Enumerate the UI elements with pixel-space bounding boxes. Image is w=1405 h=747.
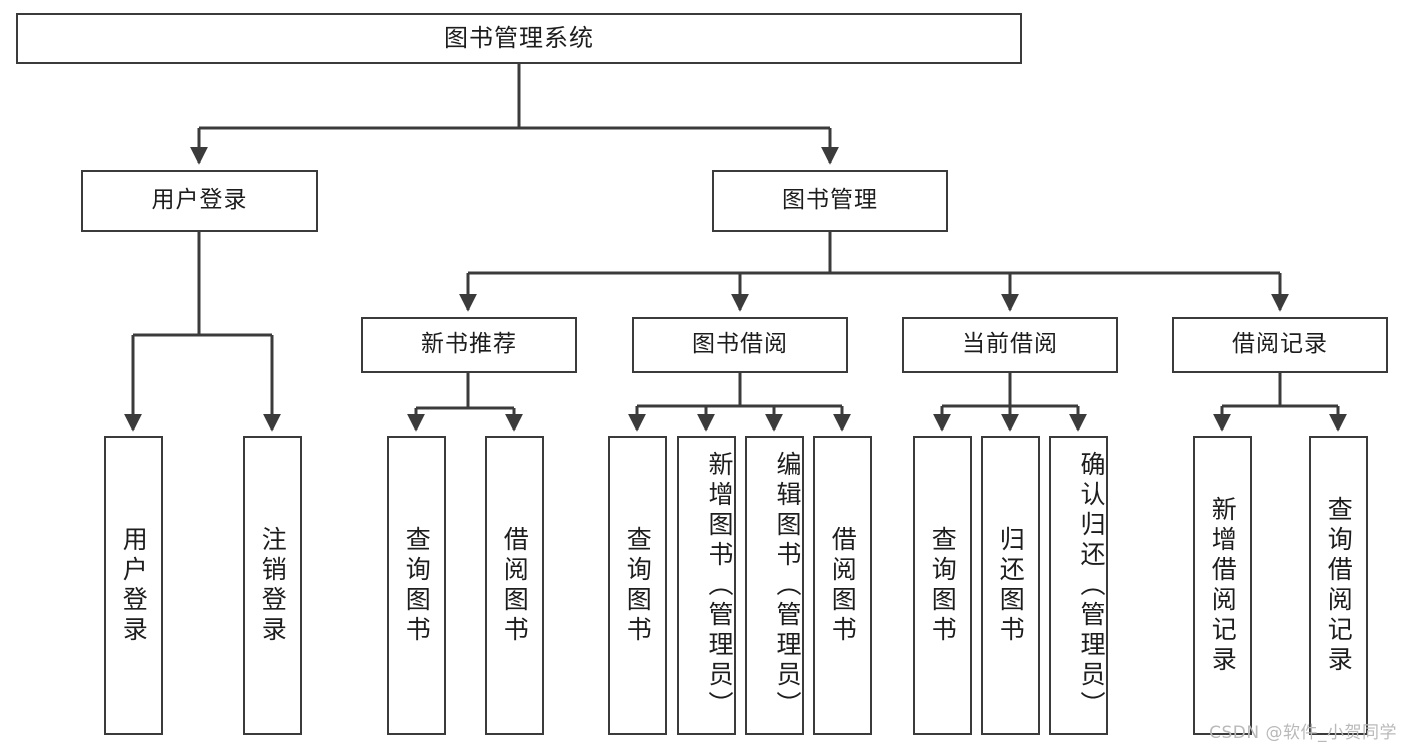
node-label: 查询图书 bbox=[928, 525, 958, 646]
node-leaf-borrow-book-1[interactable]: 借阅图书 bbox=[485, 436, 544, 735]
node-new-book-recommend[interactable]: 新书推荐 bbox=[361, 317, 577, 373]
node-leaf-query-book-1[interactable]: 查询图书 bbox=[387, 436, 446, 735]
node-root-book-system[interactable]: 图书管理系统 bbox=[16, 13, 1022, 64]
node-leaf-query-book-2[interactable]: 查询图书 bbox=[608, 436, 667, 735]
node-label: 查询图书 bbox=[402, 525, 432, 646]
node-label: 查询图书 bbox=[623, 525, 653, 646]
node-label: 图书管理系统 bbox=[444, 24, 594, 53]
node-label: 确认归还（管理员） bbox=[1077, 450, 1106, 721]
node-label: 用户登录 bbox=[151, 187, 248, 214]
node-label: 注销登录 bbox=[258, 525, 288, 646]
csdn-watermark: CSDN @软件_小贺同学 bbox=[1209, 723, 1397, 743]
node-leaf-confirm-return[interactable]: 确认归还（管理员） bbox=[1049, 436, 1108, 735]
node-label: 当前借阅 bbox=[962, 331, 1058, 358]
node-leaf-add-book[interactable]: 新增图书（管理员） bbox=[677, 436, 736, 735]
node-leaf-logout-login[interactable]: 注销登录 bbox=[243, 436, 302, 735]
node-label: 归还图书 bbox=[996, 525, 1026, 646]
node-label: 借阅图书 bbox=[828, 525, 858, 646]
node-label: 借阅图书 bbox=[500, 525, 530, 646]
node-label: 新增图书（管理员） bbox=[705, 450, 734, 721]
node-label: 新书推荐 bbox=[421, 331, 517, 358]
node-label: 新增借阅记录 bbox=[1208, 495, 1238, 676]
node-leaf-user-login[interactable]: 用户登录 bbox=[104, 436, 163, 735]
node-leaf-query-book-3[interactable]: 查询图书 bbox=[913, 436, 972, 735]
node-label: 用户登录 bbox=[119, 525, 149, 646]
node-borrow-record[interactable]: 借阅记录 bbox=[1172, 317, 1388, 373]
node-label: 编辑图书（管理员） bbox=[773, 450, 802, 721]
node-leaf-add-record[interactable]: 新增借阅记录 bbox=[1193, 436, 1252, 735]
node-leaf-query-record[interactable]: 查询借阅记录 bbox=[1309, 436, 1368, 735]
node-leaf-borrow-book-2[interactable]: 借阅图书 bbox=[813, 436, 872, 735]
node-label: 图书借阅 bbox=[692, 331, 788, 358]
node-current-borrow[interactable]: 当前借阅 bbox=[902, 317, 1118, 373]
node-book-manage[interactable]: 图书管理 bbox=[712, 170, 948, 232]
node-label: 图书管理 bbox=[782, 187, 878, 214]
node-leaf-edit-book[interactable]: 编辑图书（管理员） bbox=[745, 436, 804, 735]
node-leaf-return-book[interactable]: 归还图书 bbox=[981, 436, 1040, 735]
node-book-borrow[interactable]: 图书借阅 bbox=[632, 317, 848, 373]
node-label: 查询借阅记录 bbox=[1324, 495, 1354, 676]
node-label: 借阅记录 bbox=[1232, 331, 1328, 358]
node-user-login[interactable]: 用户登录 bbox=[81, 170, 318, 232]
